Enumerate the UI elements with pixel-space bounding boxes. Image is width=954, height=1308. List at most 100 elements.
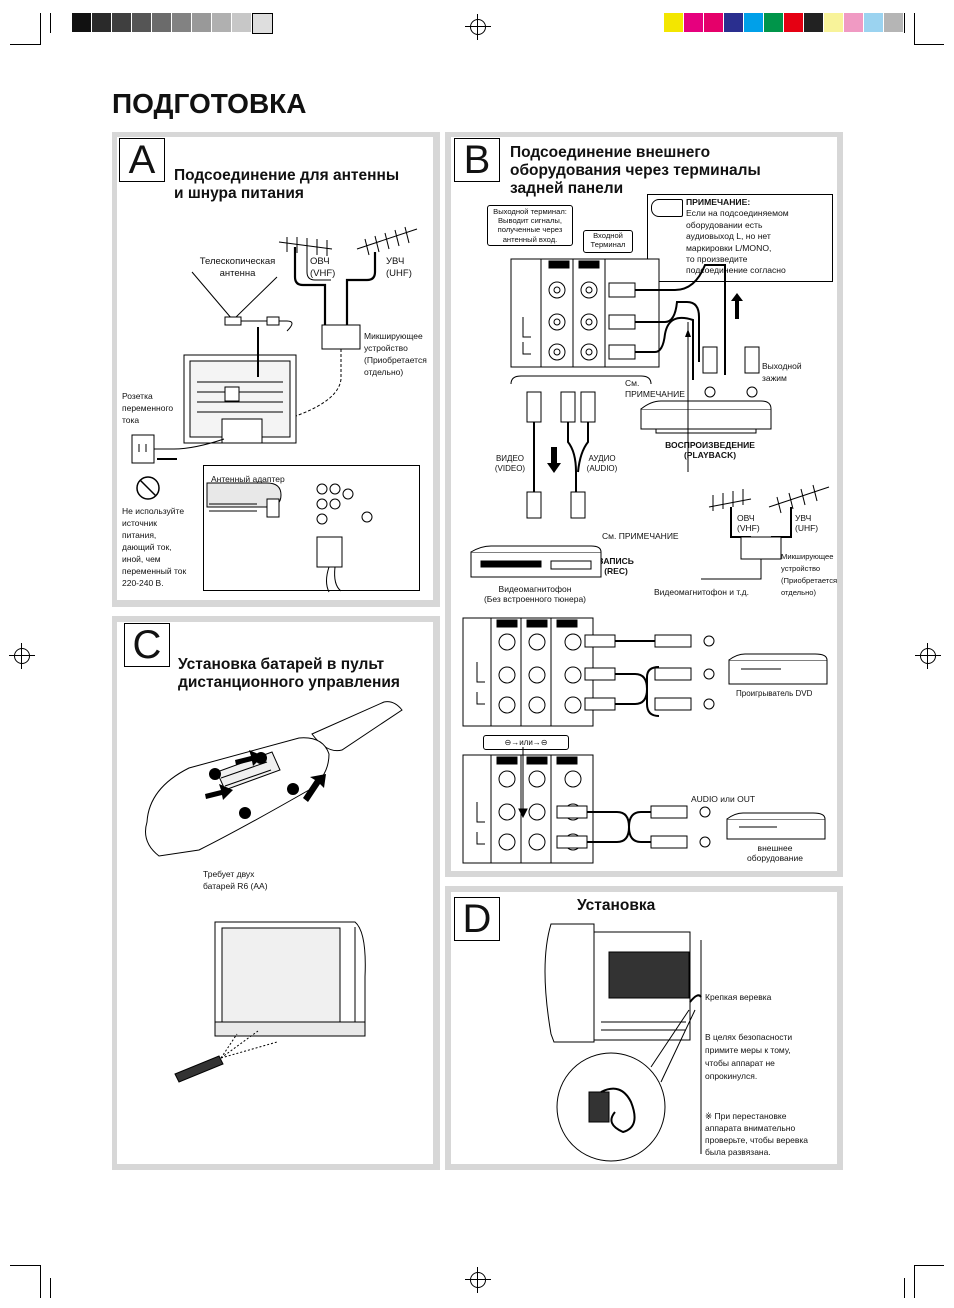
section-a-letter: A xyxy=(119,138,165,182)
uhf-antenna-icon xyxy=(345,226,418,325)
registration-mark-left xyxy=(9,643,35,669)
output-terminal-callout: Выходной терминал:Выводит сигналы, получ… xyxy=(487,205,573,246)
vcr-etc-label: Видеомагнитофон и т.д. xyxy=(654,587,749,597)
playback-label: ВОСПРОИЗВЕДЕНИЕ(PLAYBACK) xyxy=(665,440,755,460)
rope-label: Крепкая веревка xyxy=(705,992,772,1002)
remote-pointing-icon xyxy=(174,1030,278,1083)
av-cables-down xyxy=(526,391,596,519)
connector-panel-icon xyxy=(316,483,373,593)
color-swatch xyxy=(824,13,843,32)
gray-swatch xyxy=(232,13,251,32)
tv-rear-icon xyxy=(183,327,297,444)
external-cables xyxy=(556,805,711,849)
external-connection-diagram xyxy=(462,258,830,864)
video-label: ВИДЕО(VIDEO) xyxy=(494,454,526,473)
audio-or-out-label: AUDIO или OUT xyxy=(691,794,756,804)
color-swatch xyxy=(704,13,723,32)
up-arrow-icon xyxy=(731,293,743,319)
see-note-label-a: См.ПРИМЕЧАНИЕ xyxy=(625,378,685,399)
gray-swatch xyxy=(132,13,151,32)
registration-mark-top xyxy=(465,14,491,40)
antenna-adapter-label: Антенный адаптер xyxy=(211,474,285,484)
tv-front-icon xyxy=(214,921,366,1037)
rear-terminal-panel-2 xyxy=(462,617,594,727)
antenna-pair-icon xyxy=(701,484,830,580)
vcr-device-icon xyxy=(470,545,602,578)
playback-device-icon xyxy=(640,400,772,434)
rope-icon xyxy=(689,994,702,1003)
color-swatch xyxy=(724,13,743,32)
telescopic-antenna-icon xyxy=(191,271,293,332)
dvd-label: Проигрыватель DVD xyxy=(736,689,813,698)
color-swatch xyxy=(884,13,903,32)
color-swatch xyxy=(864,13,883,32)
battery-cover-icon xyxy=(311,701,403,752)
vhf-label-b: ОВЧ(VHF) xyxy=(737,513,760,533)
section-c-letter: C xyxy=(124,623,170,667)
color-swatch xyxy=(664,13,683,32)
antenna-diagram xyxy=(131,226,418,593)
section-d-heading: Установка xyxy=(577,897,656,914)
gray-swatch xyxy=(252,13,273,34)
registration-mark-right xyxy=(915,643,941,669)
color-swatch xyxy=(684,13,703,32)
step-markers xyxy=(209,752,299,819)
remote-control-icon xyxy=(145,737,330,857)
ac-socket-icon xyxy=(131,434,225,464)
gray-swatch xyxy=(72,13,91,32)
dvd-cables xyxy=(584,634,715,717)
page-title: ПОДГОТОВКА xyxy=(112,88,307,119)
see-note-label-b: См. ПРИМЕЧАНИЕ xyxy=(602,531,679,541)
prohibited-icon xyxy=(136,476,160,500)
gray-swatch xyxy=(92,13,111,32)
dvd-player-icon xyxy=(728,653,828,685)
gray-swatch xyxy=(112,13,131,32)
pointing-hand-icon xyxy=(651,199,683,217)
color-swatch xyxy=(804,13,823,32)
color-swatch xyxy=(744,13,763,32)
tv-side-icon xyxy=(544,923,691,1043)
color-swatch xyxy=(764,13,783,32)
mixer-device-icon xyxy=(321,324,361,350)
section-b-letter: B xyxy=(454,138,500,182)
insert-arrows-icon xyxy=(205,750,326,802)
vcr-label: Видеомагнитофон(Без встроенного тюнера) xyxy=(483,584,587,604)
vhf-label-a: ОВЧ(VHF) xyxy=(310,256,336,279)
gray-swatch xyxy=(152,13,171,32)
color-swatch xyxy=(784,13,803,32)
section-d-letter: D xyxy=(454,897,500,941)
gray-swatch xyxy=(212,13,231,32)
or-terminal-callout: ⊖→или→⊖ xyxy=(483,735,569,750)
rope-detail-circle xyxy=(556,1009,696,1162)
audio-label: АУДИО(AUDIO) xyxy=(586,454,618,473)
down-arrow-icon xyxy=(547,447,561,473)
registration-mark-bottom xyxy=(465,1267,491,1293)
uhf-label-a: УВЧ(UHF) xyxy=(386,256,412,279)
uhf-label-b: УВЧ(UHF) xyxy=(795,513,819,533)
gray-swatch xyxy=(172,13,191,32)
tv-rope-diagram xyxy=(544,923,702,1162)
rec-label: ЗАПИСЬ(REC) xyxy=(598,556,634,576)
av-plugs-right xyxy=(608,264,760,398)
remote-battery-diagram xyxy=(145,701,403,1083)
gray-swatch xyxy=(192,13,211,32)
rear-terminal-panel-1 xyxy=(510,258,660,368)
external-equipment-icon xyxy=(726,812,826,840)
vhf-antenna-icon xyxy=(278,237,333,325)
antenna-adapter-icon xyxy=(206,482,282,518)
